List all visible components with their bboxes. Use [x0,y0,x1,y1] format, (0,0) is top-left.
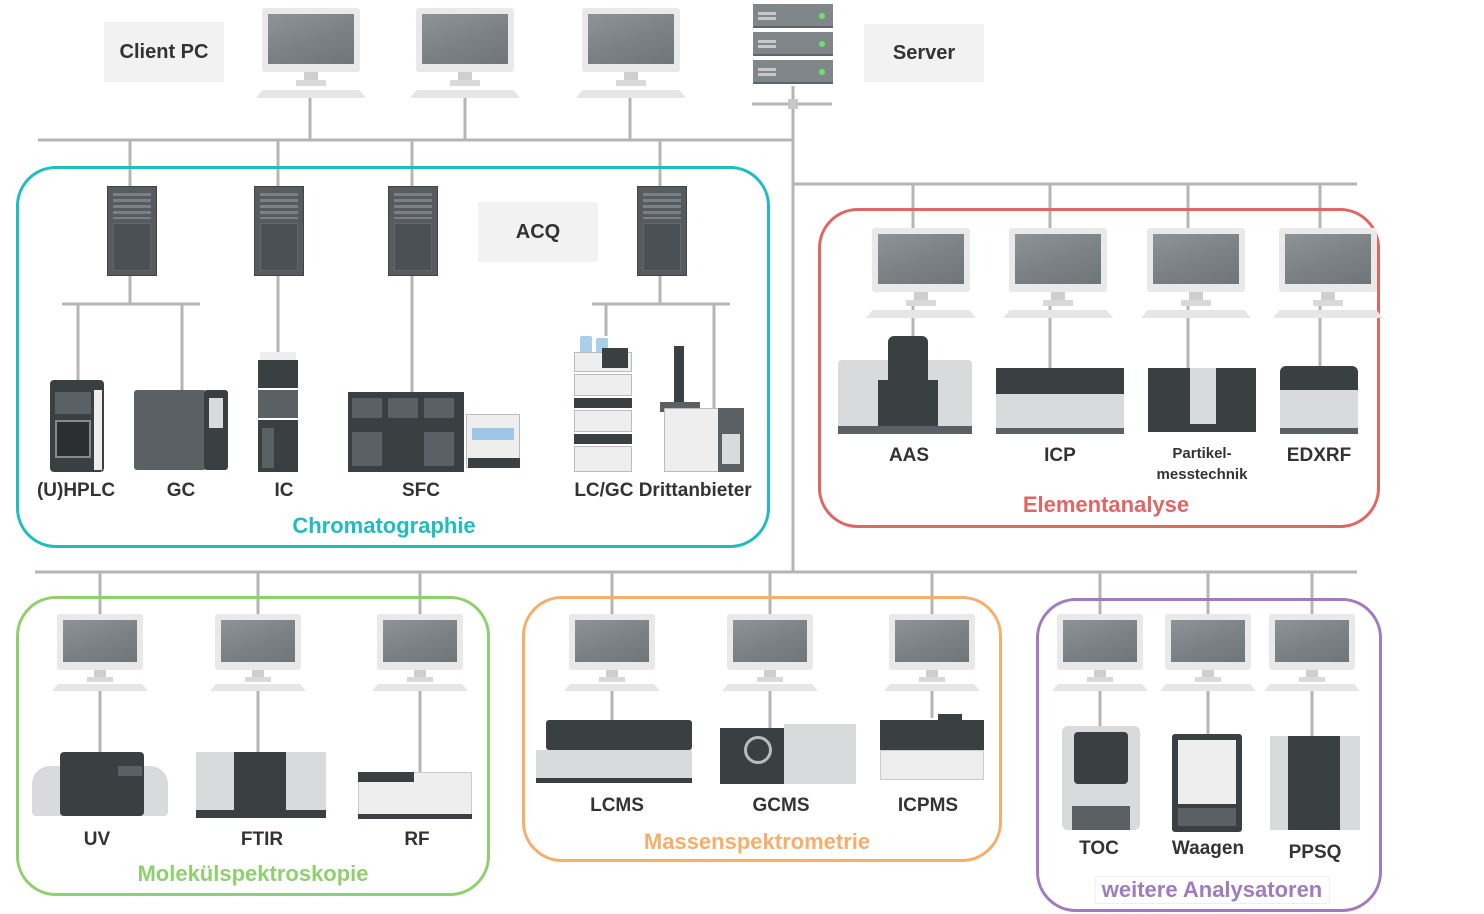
lcms-instrument-icon [536,720,692,784]
ic-instrument-icon [258,352,298,472]
workstation-monitor [866,228,976,320]
ppsq-instrument-icon [1270,736,1360,830]
group-title-molekuelspektroskopie: Molekülspektroskopie [137,861,369,886]
client-pc-monitor [576,8,686,100]
waagen-instrument-icon [1172,734,1242,832]
gc-instrument-icon [134,390,228,470]
workstation-monitor [1052,614,1148,692]
instrument-label-gcms: GCMS [752,795,810,816]
instrument-label-uv: UV [83,829,111,850]
icpms-instrument-icon [880,714,984,784]
group-molekuelspektroskopie [16,596,490,896]
group-chromatographie [16,166,770,548]
edxrf-instrument-icon [1280,366,1358,436]
instrument-label-ftir: FTIR [240,829,284,850]
group-title-massenspektrometrie: Massenspektrometrie [643,829,871,854]
instrument-label-sfc: SFC [402,480,440,501]
instrument-label-partikel: Partikel- [1172,445,1232,462]
lc-instrument-icon [572,336,634,472]
client-pc-monitor [410,8,520,100]
workstation-monitor [210,614,306,692]
sfc-instrument-icon [348,392,520,472]
server-label: Server [864,24,984,82]
instrument-label-toc: TOC [1079,838,1119,859]
group-weitere-analysatoren [1036,598,1382,912]
group-title-elementanalyse: Elementanalyse [1022,492,1190,517]
group-title-chromatographie: Chromatographie [292,513,476,538]
ftir-instrument-icon [196,752,326,820]
acq-tower-icon [637,186,687,276]
client-pc-monitor [256,8,366,100]
uv-instrument-icon [32,752,168,820]
instrument-label-messtechnik: messtechnik [1156,466,1248,483]
instrument-label-gc: GC [166,480,196,501]
workstation-monitor [372,614,468,692]
icp-instrument-icon [996,368,1124,436]
particle-instrument-icon [1148,368,1256,436]
rf-instrument-icon [358,772,472,820]
instrument-label-icp: ICP [1044,445,1076,466]
instrument-label-uhplc: (U)HPLC [36,480,116,501]
workstation-monitor [1141,228,1251,320]
acq-label: ACQ [478,202,598,262]
instrument-label-ic: IC [274,480,294,501]
uhplc-instrument-icon [50,380,104,472]
workstation-monitor [884,614,980,692]
instrument-label-icpms: ICPMS [897,795,959,816]
group-elementanalyse [818,208,1380,528]
aas-instrument-icon [838,336,972,436]
toc-instrument-icon [1062,726,1140,830]
workstation-monitor [1264,614,1360,692]
acq-tower-icon [107,186,157,276]
gc-thirdparty-instrument-icon [660,346,744,472]
instrument-label-lcgc-thirdparty: LC/GC Drittanbieter [574,480,752,501]
acq-tower-icon [388,186,438,276]
instrument-label-waagen: Waagen [1171,838,1245,859]
workstation-monitor [1273,228,1383,320]
group-massenspektrometrie [522,596,1002,862]
workstation-monitor [564,614,660,692]
workstation-monitor [52,614,148,692]
workstation-monitor [1003,228,1113,320]
acq-tower-icon [254,186,304,276]
workstation-monitor [1160,614,1256,692]
client-pc-label: Client PC [104,22,224,82]
workstation-monitor [722,614,818,692]
group-title-weitere-analysatoren: weitere Analysatoren [1094,876,1330,904]
instrument-label-rf: RF [404,829,430,850]
gcms-instrument-icon [720,724,856,784]
server-rack-icon [753,4,833,84]
instrument-label-ppsq: PPSQ [1288,842,1342,863]
instrument-label-edxrf: EDXRF [1286,445,1352,466]
instrument-label-aas: AAS [888,445,930,466]
instrument-label-lcms: LCMS [590,795,644,816]
